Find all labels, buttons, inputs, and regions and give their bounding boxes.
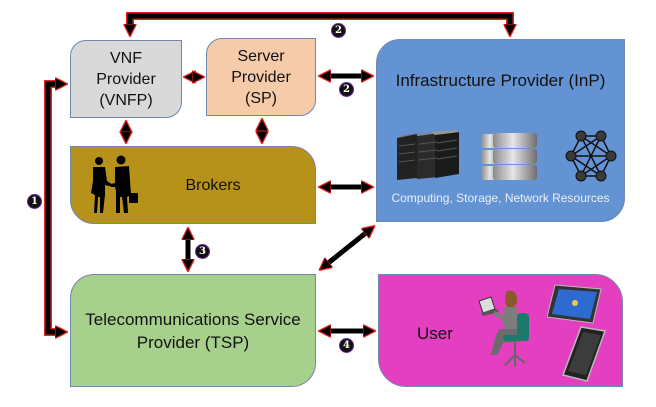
tsp-label-line: Telecommunications Service <box>85 309 301 329</box>
vnfp-label-line: (VNFP) <box>99 91 153 109</box>
arrow-1-route <box>45 81 62 335</box>
storage-database-icon <box>481 133 537 180</box>
brokers-box: Brokers <box>70 146 316 224</box>
smartphone-icon <box>562 326 607 382</box>
handshake-people-icon <box>91 155 138 213</box>
network-mesh-icon <box>565 130 617 182</box>
tsp-label-line: Provider (TSP) <box>136 332 250 352</box>
inp-title: Infrastructure Provider (InP) <box>395 71 606 90</box>
user-label: User <box>417 324 453 343</box>
vnfp-label-line: Provider <box>96 70 156 88</box>
inp-resources-label: Computing, Storage, Network Resources <box>391 191 610 205</box>
sp-label-line: Server <box>237 47 285 65</box>
user-box: User <box>378 274 623 387</box>
vnf-provider-box: VNF Provider (VNFP) <box>70 40 182 118</box>
brokers-label: Brokers <box>185 176 241 194</box>
sp-label-line: (SP) <box>245 89 277 107</box>
tablet-icon <box>547 284 602 324</box>
badge-1: 1 <box>27 194 42 209</box>
badge-2-sp-inp: 2 <box>339 82 354 97</box>
infrastructure-provider-box: Infrastructure Provider (InP) <box>376 39 625 222</box>
badge-3: 3 <box>195 244 210 259</box>
arrow-top-route <box>127 13 513 30</box>
badge-2-top: 2 <box>331 23 346 38</box>
server-provider-box: Server Provider (SP) <box>206 38 316 116</box>
sp-label-line: Provider <box>231 68 291 86</box>
telecom-service-provider-box: Telecommunications Service Provider (TSP… <box>70 274 316 387</box>
vnfp-label-line: VNF <box>110 49 142 67</box>
server-rack-icon <box>397 130 459 180</box>
badge-4: 4 <box>339 338 354 353</box>
arrow-tsp-inp <box>322 228 372 268</box>
person-laptop-icon <box>478 290 529 367</box>
